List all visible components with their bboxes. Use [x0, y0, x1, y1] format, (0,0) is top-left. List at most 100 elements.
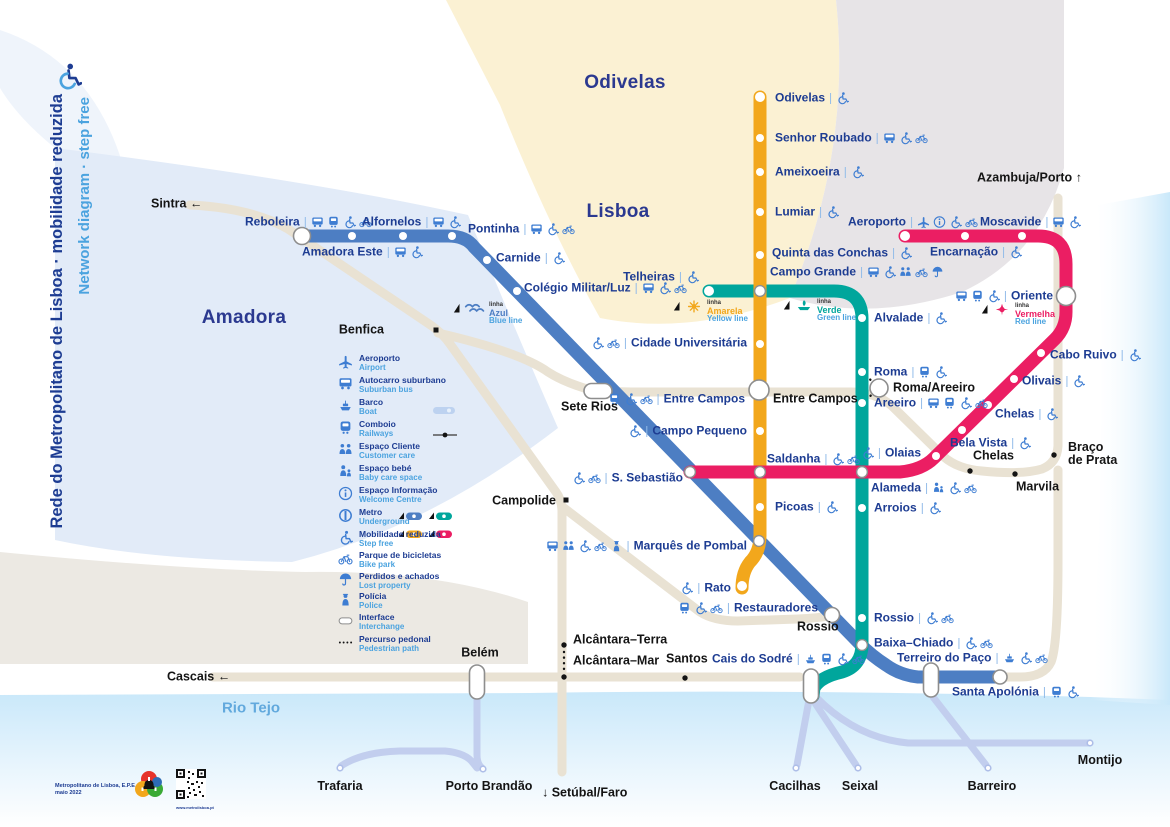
boat-icon — [338, 397, 353, 413]
marker-cabo-ruivo — [1037, 349, 1045, 357]
bike-icon — [852, 653, 865, 666]
separator: | — [925, 480, 929, 495]
rail-label-azambuja-porto: Azambuja/Porto ↑ — [977, 170, 1082, 185]
wheelchair-icon — [831, 453, 845, 466]
bike-icon — [593, 540, 607, 553]
station-label-areeiro: Areeiro| — [874, 395, 988, 410]
badge-linha: linha — [1015, 303, 1030, 309]
train-icon — [971, 290, 984, 303]
sunflower-icon — [684, 299, 704, 319]
separator: | — [920, 395, 924, 410]
station-name: Telheiras — [623, 269, 675, 284]
separator: | — [918, 610, 922, 625]
station-name: Olivais — [1022, 373, 1062, 388]
wheelchair-icon — [694, 602, 707, 615]
wheelchair-icon — [934, 312, 948, 325]
separator: | — [957, 635, 961, 650]
boat-label-trafaria: Trafaria — [317, 779, 363, 793]
station-name: Restauradores — [733, 600, 818, 615]
station-name: Reboleira — [245, 214, 300, 229]
station-name: Quinta das Conchas — [772, 245, 889, 260]
wheelchair-icon — [552, 252, 565, 265]
qr-code[interactable]: www.metrolisboa.pt — [176, 769, 214, 810]
station-label-chelas: Chelas| — [995, 407, 1059, 421]
station-markers — [292, 226, 1094, 773]
bike-icon — [359, 216, 372, 229]
legend-label-pt: Espaço bebé — [359, 463, 412, 473]
station-label-santa-apol-nia: Santa Apolónia| — [952, 684, 1079, 699]
marker-arroios — [858, 504, 866, 512]
bg-wedge-southwest — [0, 552, 528, 664]
wheelchair-icon — [1045, 408, 1059, 421]
station-label-encarna-o: Encarnação| — [930, 245, 1023, 259]
station-label-cabo-ruivo: Cabo Ruivo| — [1050, 347, 1141, 362]
separator: | — [824, 451, 828, 466]
line-verde — [702, 284, 869, 703]
marker-col-gio-militar-luz — [513, 287, 521, 295]
rail-marker-bra-o-de-prata — [1051, 452, 1057, 458]
marker-odivelas — [755, 92, 765, 102]
separator: | — [1003, 288, 1007, 303]
station-label-reboleira: Reboleira| — [245, 214, 372, 229]
boat-label-montijo: Montijo — [1077, 753, 1123, 767]
station-name: Amadora Este — [302, 244, 383, 259]
region-label-amadora: Amadora — [201, 307, 287, 328]
marker-senhor-roubado — [756, 134, 764, 142]
sail-icon — [672, 299, 681, 318]
rail-label-alc-ntara-mar: Alcântara–Mar — [573, 653, 660, 668]
bus-icon — [546, 540, 559, 553]
rail-label-rossio: Rossio — [797, 619, 839, 634]
legend-label-en: Lost property — [359, 581, 411, 590]
marker-santa-apol-nia — [992, 669, 1008, 685]
bike-icon — [915, 132, 928, 145]
station-name: Alfornelos — [362, 214, 422, 229]
wheelchair-icon — [624, 393, 637, 406]
boat-stop-montijo — [1086, 739, 1094, 747]
station-name: Campo Pequeno — [652, 423, 747, 438]
separator: | — [523, 221, 527, 236]
bus-icon — [432, 216, 445, 229]
legend-label-pt: Parque de bicicletas — [359, 550, 442, 560]
bus-icon — [394, 246, 407, 259]
rail-marker-campolide — [563, 497, 569, 503]
rail-marker-alc-ntara-mar — [561, 674, 567, 680]
boat-stop-seixal — [854, 764, 862, 772]
separator: | — [911, 364, 915, 379]
station-label-odivelas: Odivelas| — [775, 91, 850, 105]
rail-marker-sete-rios — [583, 382, 613, 400]
station-name: Picoas — [775, 499, 814, 514]
legend-label-pt: Percurso pedonal — [359, 634, 431, 644]
legend-label-pt: Comboio — [359, 419, 396, 429]
sail-icon — [980, 302, 989, 321]
station-name: Rossio — [874, 610, 915, 625]
separator: | — [1042, 684, 1047, 699]
customer-icon — [338, 441, 353, 457]
station-name: Cidade Universitária — [630, 335, 747, 350]
wheelchair-icon — [964, 637, 978, 650]
rail-label-cascais: Cascais ← — [167, 669, 231, 684]
station-label-carnide: Carnide| — [496, 251, 565, 265]
separator: | — [1120, 347, 1124, 362]
rail-rossio-branch — [559, 503, 833, 626]
lost-icon — [338, 571, 353, 587]
boat-stop-trafaria — [336, 764, 344, 772]
wheelchair-icon — [836, 653, 849, 666]
rail-label-entre-campos: Entre Campos — [773, 391, 858, 406]
marker-rossio — [858, 614, 866, 622]
wheelchair-icon — [883, 266, 897, 279]
marker-alameda — [855, 465, 869, 479]
rail-label-santos: Santos — [666, 651, 708, 666]
station-label-marqu-s-de-pombal: |Marquês de Pombal — [546, 539, 747, 553]
marker-cais-do-sodr — [802, 668, 820, 704]
station-name: Rato — [704, 580, 731, 595]
marker-rato — [737, 581, 747, 591]
legend-label-en: Police — [359, 601, 383, 610]
bike-icon — [1034, 652, 1048, 665]
